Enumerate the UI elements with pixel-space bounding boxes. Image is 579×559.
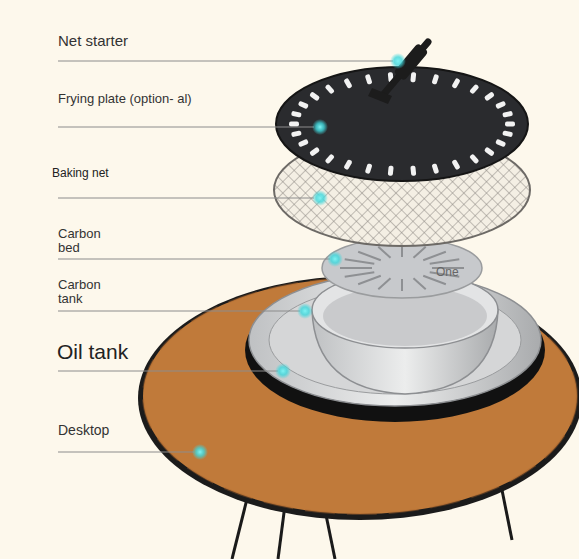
plate-slot [309,91,320,101]
bed-slot [358,276,381,284]
bed-slot [345,272,375,277]
plate-slot [289,122,299,127]
plate-slot [410,72,416,82]
bed-slot [358,252,381,260]
frying-plate [276,67,528,181]
bed-slot [423,252,446,260]
plate-slot [309,147,320,157]
bed-slot [413,278,425,289]
plate-slot [410,166,416,176]
plate-slot [451,78,460,89]
plate-slot [502,130,513,137]
bed-slot [378,278,390,289]
part-label: Carbon tank [58,278,110,307]
bed-slot [430,259,460,264]
part-label: Oil tank [57,340,128,363]
plate-slot [291,130,302,137]
plate-slot [365,163,373,174]
plate-slot [495,101,506,110]
plate-slot [451,159,460,170]
plate-slot [343,159,352,170]
product-mark: One [436,266,459,279]
plate-slot [298,101,309,110]
plate-slot [298,139,309,148]
plate-slot [484,147,495,157]
plate-slot [505,122,515,127]
bed-slot [345,259,375,264]
plate-slot [469,84,479,95]
bed-slot [340,267,372,269]
part-label: Carbon bed [58,227,110,256]
bed-slot [401,279,403,291]
plate-slot [469,154,479,165]
bed-slot [378,247,390,258]
plate-slot [325,84,335,95]
callout-dots [192,53,406,460]
plate-slot [325,154,335,165]
plate-slot [484,91,495,101]
part-label: Net starter [58,33,128,50]
plate-slot [431,74,439,85]
leader-lines [58,61,393,452]
part-label: Frying plate (option- al) [58,92,192,106]
part-label: Desktop [58,423,109,438]
part-label: Baking net [52,167,109,180]
bed-slot [413,247,425,258]
plate-slot [365,74,373,85]
plate-slot [502,111,513,118]
plate-slot [388,166,394,176]
net-starter [383,42,428,95]
plate-slot [431,163,439,174]
plate-slot [495,139,506,148]
plate-slot [343,78,352,89]
plate-slot [291,111,302,118]
